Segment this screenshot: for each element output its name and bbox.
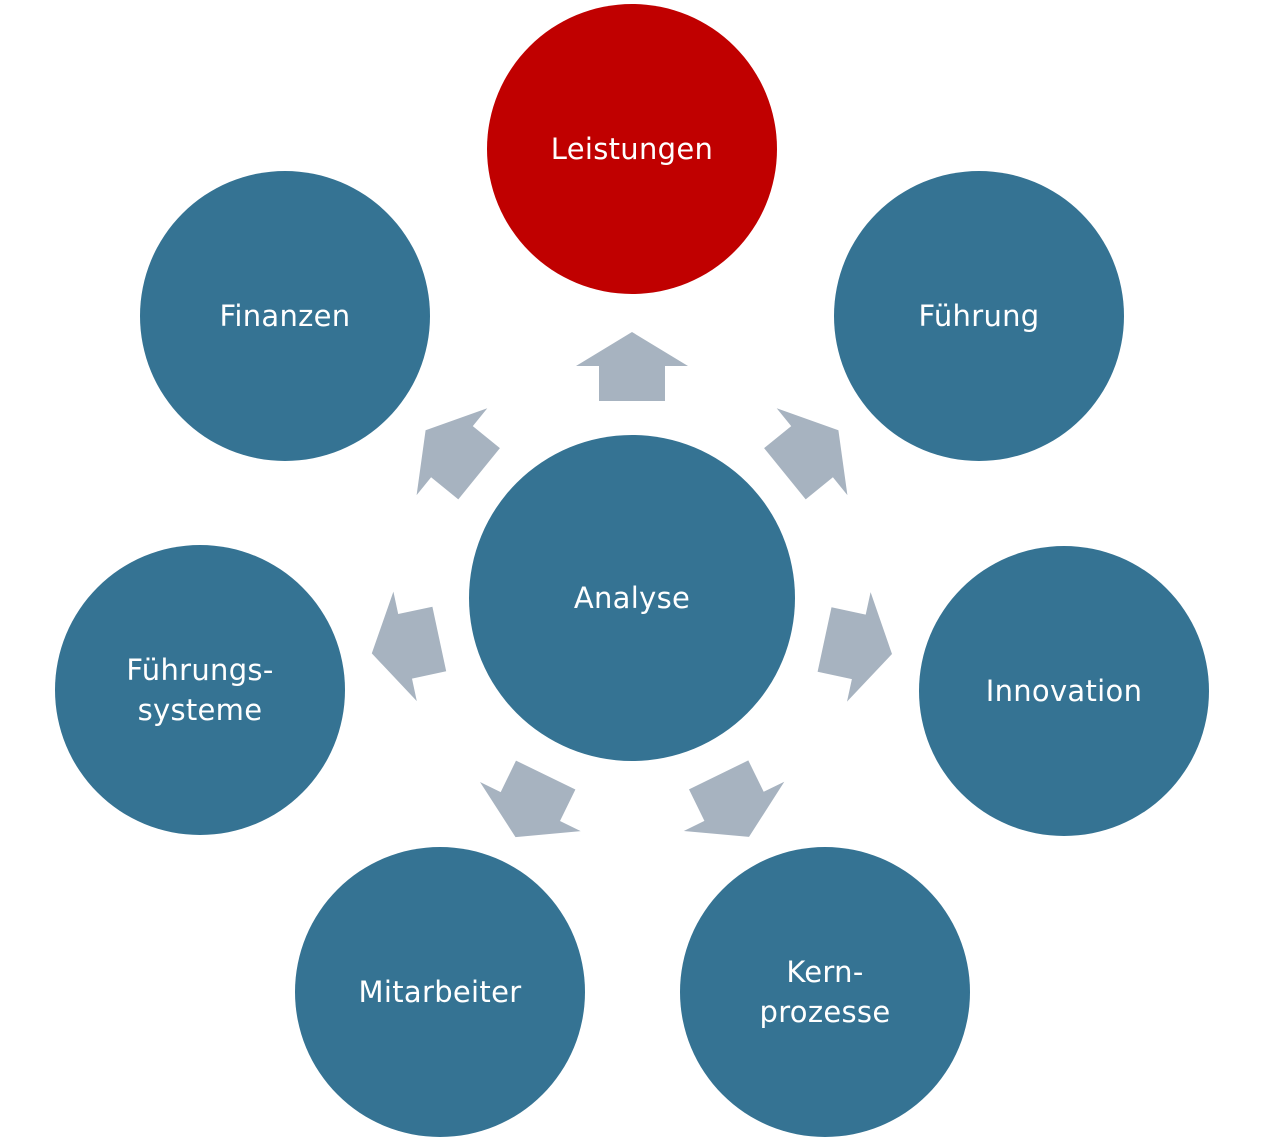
node-kernprozesse: Kern- prozesse	[680, 847, 970, 1137]
node-label: Analyse	[573, 581, 691, 615]
node-label: Mitarbeiter	[358, 975, 522, 1009]
node-finanzen: Finanzen	[140, 171, 430, 461]
arrow-to-finanzen	[416, 408, 500, 500]
arrow-to-kernprozesse	[683, 760, 785, 837]
node-leistungen: Leistungen	[487, 4, 777, 294]
arrow-to-fuehrungssysteme	[371, 591, 447, 702]
arrow-to-innovation	[817, 592, 892, 702]
node-label: Führung	[918, 299, 1040, 333]
node-fuehrung: Führung	[834, 171, 1124, 461]
arrow-to-mitarbeiter	[480, 760, 581, 838]
node-label: Innovation	[985, 674, 1143, 708]
node-analyse: Analyse	[469, 435, 795, 761]
node-label: Finanzen	[219, 299, 351, 333]
node-mitarbeiter: Mitarbeiter	[295, 847, 585, 1137]
node-label: Leistungen	[550, 132, 714, 166]
node-label: Kern- prozesse	[759, 955, 891, 1029]
node-fuehrungssysteme: Führungs- systeme	[55, 545, 345, 835]
arrow-to-leistungen	[576, 332, 688, 401]
node-innovation: Innovation	[919, 546, 1209, 836]
node-label: Führungs- systeme	[126, 653, 274, 727]
arrow-to-fuehrung	[764, 408, 848, 500]
